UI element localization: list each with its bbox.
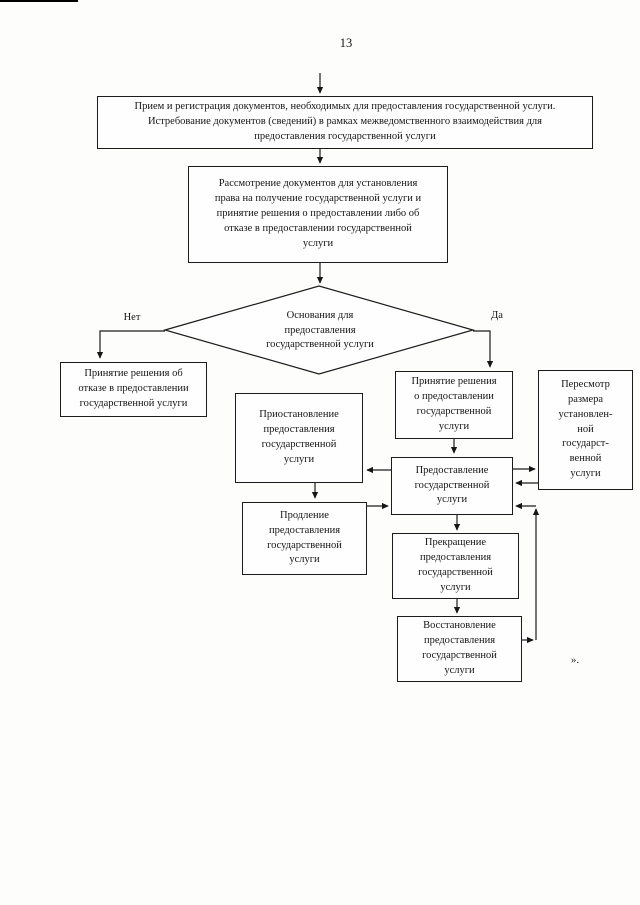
node-approval: Принятие решения о предоставлении госуда… (395, 371, 513, 439)
node-extension: Продление предоставления государственной… (242, 502, 367, 575)
node-decision-label: Основания для предоставления государстве… (266, 309, 374, 351)
node-termination: Прекращение предоставления государственн… (392, 533, 519, 599)
node-reception: Прием и регистрация документов, необходи… (97, 96, 593, 149)
node-restoration: Восстановление предоставления государств… (397, 616, 522, 682)
node-refusal: Принятие решения об отказе в предоставле… (60, 362, 207, 417)
branch-label-yes: Да (491, 310, 503, 321)
page-number: 13 (339, 36, 353, 50)
node-suspension: Приостановление предоставления государст… (235, 393, 363, 483)
node-revision: Пересмотр размера установлен- ной госуда… (538, 370, 633, 490)
branch-label-no: Нет (123, 312, 141, 323)
arrow-yes-branch (473, 330, 494, 368)
node-provision: Предоставление государственной услуги (391, 457, 513, 515)
node-review: Рассмотрение документов для установления… (188, 166, 448, 263)
scan-artifact-line (0, 0, 78, 2)
arrow-no-branch (96, 330, 165, 359)
closing-quote-mark: ». (570, 654, 580, 666)
